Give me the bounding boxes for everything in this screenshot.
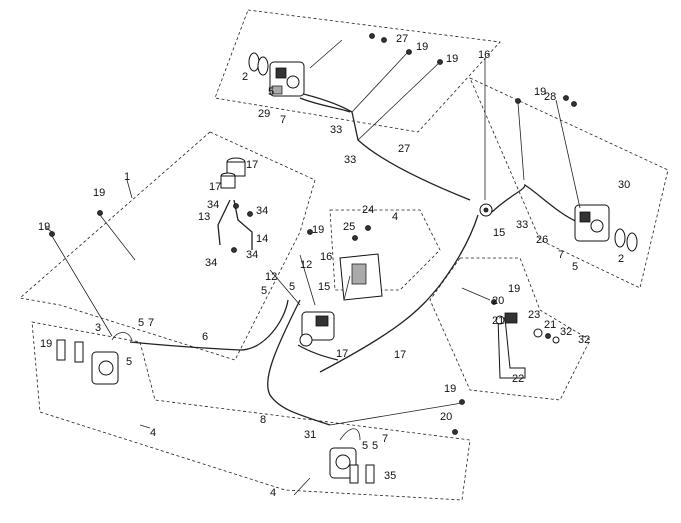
callout-14: 17 (336, 348, 348, 360)
rear-left-brake-caliper (56, 332, 133, 385)
callout-19-left-a: 19 (93, 187, 105, 199)
callout-30: 31 (304, 429, 316, 441)
front-right-caliper-group-boundary (469, 77, 669, 289)
callout-22: 23 (528, 309, 540, 321)
front-left-brake-caliper (248, 52, 305, 97)
callout-26: 27 (398, 143, 410, 155)
pedal-group-boundary (429, 257, 591, 401)
front-right-brake-caliper (574, 204, 638, 252)
callout-15: 15 (318, 281, 330, 293)
callout-21: 22 (512, 373, 524, 385)
callout-5-left-a: 5 (138, 317, 144, 329)
callout-3: 3 (95, 322, 101, 334)
brake-pedal-assembly (495, 312, 560, 379)
callout-9-b: 12 (300, 259, 312, 271)
callout-24: 25 (343, 221, 355, 233)
callout-32: 32 (578, 334, 590, 346)
brake-hose-14 (297, 344, 339, 361)
callout-18: 19 (40, 338, 52, 350)
callout-2-top: 2 (242, 71, 248, 83)
rear-left-caliper-group-boundary (31, 321, 471, 501)
master-cylinder-group (220, 157, 335, 347)
callout-34-d: 34 (246, 249, 258, 261)
callout-12-b: 14 (256, 233, 268, 245)
valve-bracket-group-boundary (329, 209, 441, 291)
callout-27-top: 27 (396, 33, 408, 45)
callout-7-right: 7 (558, 249, 564, 261)
callout-17-b: 17 (209, 181, 221, 193)
brake-hose-6 (129, 299, 289, 351)
callout-5-low-b: 5 (372, 440, 378, 452)
callout-9-a: 12 (265, 271, 277, 283)
brake-hose-25 (491, 183, 579, 223)
leader-lines (44, 39, 581, 496)
reservoir-hose-12b (233, 199, 253, 250)
brake-hose-8 (267, 299, 331, 426)
callout-16: 16 (320, 251, 332, 263)
callout-2-right: 2 (618, 253, 624, 265)
brake-hose-26 (294, 91, 471, 201)
callout-1: 1 (124, 171, 130, 183)
callout-4-left: 4 (150, 427, 156, 439)
callout-33-a: 33 (330, 124, 342, 136)
assembly-boundaries (19, 9, 669, 501)
callout-4-low: 4 (270, 487, 276, 499)
master-cylinder-group-boundary (19, 131, 316, 361)
callout-labels: 27 19 19 16 2 5 29 7 33 33 27 19 28 30 1… (38, 33, 630, 499)
callout-29: 30 (618, 179, 630, 191)
callout-6: 6 (202, 331, 208, 343)
callout-31: 32 (560, 326, 572, 338)
callout-7-left: 7 (148, 317, 154, 329)
callout-25: 26 (536, 234, 548, 246)
callout-20-b: 21 (492, 315, 504, 327)
callout-19-low-b: 20 (440, 411, 452, 423)
callout-5-top: 5 (268, 86, 274, 98)
callout-23: 24 (362, 204, 374, 216)
callout-7-low: 7 (382, 433, 388, 445)
callout-4-mid: 4 (392, 211, 398, 223)
callout-19-right: 19 (534, 86, 546, 98)
front-left-caliper-group-boundary (214, 9, 501, 133)
callout-19-left-b: 19 (38, 221, 50, 233)
callout-13: 17 (394, 349, 406, 361)
rear-right-brake-caliper (329, 428, 375, 484)
callout-19-low-a: 19 (444, 383, 456, 395)
callout-34-c: 34 (205, 257, 217, 269)
callout-5-right: 5 (572, 261, 578, 273)
callout-5-mid-a: 5 (261, 285, 267, 297)
callout-33-b: 33 (344, 154, 356, 166)
brake-lines (129, 91, 579, 426)
callout-33-c: 33 (516, 219, 528, 231)
callout-5-low-a: 5 (362, 440, 368, 452)
callout-17-a: 17 (246, 159, 258, 171)
callout-19-pedal: 19 (508, 283, 520, 295)
callout-20-a: 20 (492, 295, 504, 307)
callout-28: 29 (258, 108, 270, 120)
callout-5-mid-b: 5 (289, 281, 295, 293)
callout-35: 35 (384, 470, 396, 482)
callout-10: 15 (493, 227, 505, 239)
brake-junction-10 (479, 203, 493, 217)
callout-7-top: 7 (280, 114, 286, 126)
callout-11: 16 (478, 49, 490, 61)
callout-34-a: 34 (207, 199, 219, 211)
callout-27-right: 28 (544, 91, 556, 103)
callout-19-top-a: 19 (416, 41, 428, 53)
brake-line-13 (319, 214, 479, 373)
callout-34-b: 34 (256, 205, 268, 217)
callout-19-top-b: 19 (446, 53, 458, 65)
callout-8: 8 (260, 414, 266, 426)
callout-5-left-b: 5 (126, 356, 132, 368)
callout-12-a: 13 (198, 211, 210, 223)
callout-20-c: 21 (544, 319, 556, 331)
proportioning-valve-bracket (339, 253, 383, 301)
callout-19-mid: 19 (312, 224, 324, 236)
reservoir-hose-12a (217, 199, 231, 246)
brake-hose-upper-left (299, 97, 351, 113)
